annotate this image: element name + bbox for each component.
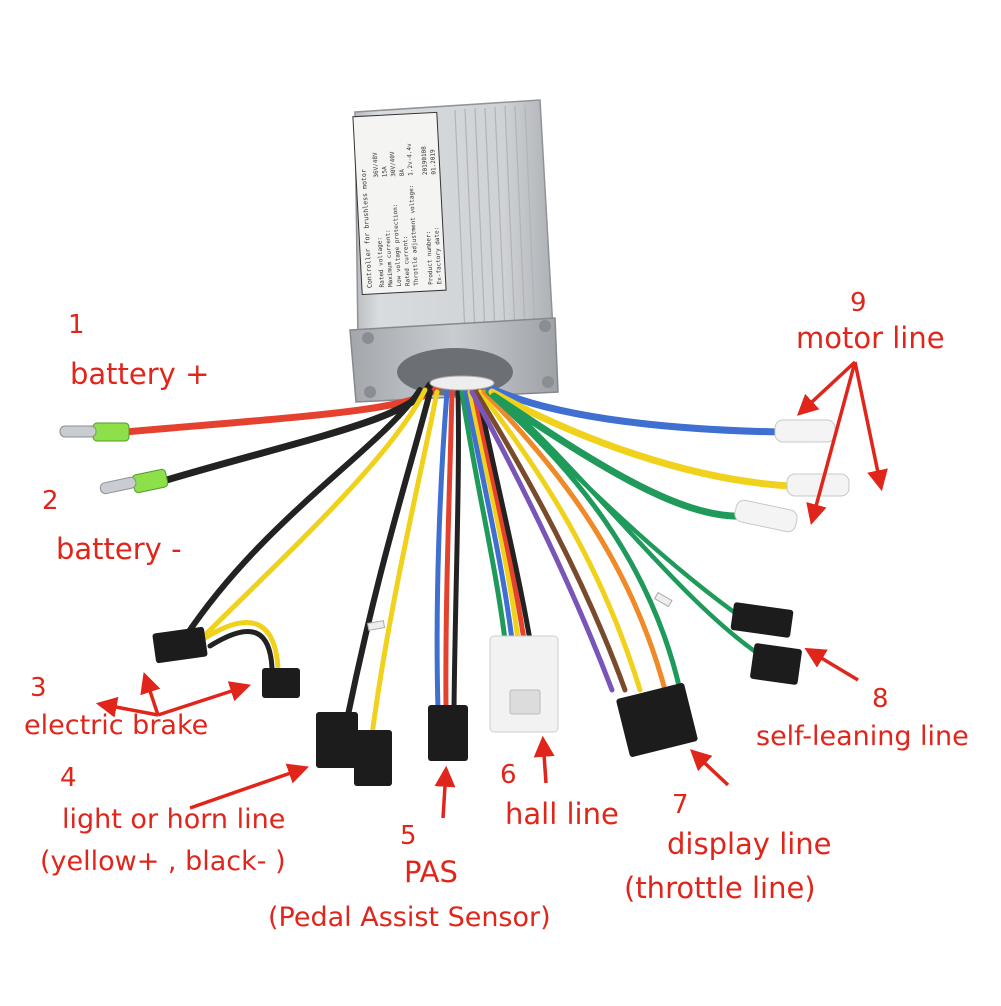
brake-branch-yellow xyxy=(202,620,281,671)
spec-key: Low voltage protection: xyxy=(392,203,403,286)
motor-terminals xyxy=(734,419,850,533)
brake-connector-main xyxy=(152,626,208,664)
arrow-icon xyxy=(853,361,888,492)
screw-icon xyxy=(539,320,551,332)
self-leaning-wire-green-2 xyxy=(491,389,763,658)
spec-value: 1.2v-4.4v xyxy=(406,143,415,176)
arrow-icon xyxy=(689,749,730,787)
light-connector-right xyxy=(354,730,392,786)
arrow-icon xyxy=(434,765,456,819)
hall-wire-green xyxy=(459,389,508,643)
cable-tie xyxy=(429,375,495,391)
cable-tie xyxy=(367,620,386,631)
self-leaning-wire-green xyxy=(487,389,748,623)
hall-wire-red xyxy=(471,389,527,643)
wire-bundle xyxy=(121,381,794,738)
light-wire-yellow xyxy=(369,389,440,738)
spec-value: 36V/48V xyxy=(372,152,380,178)
label-7-number: 7 xyxy=(672,790,689,820)
display-connector xyxy=(616,683,698,757)
label-light-horn-line: light or horn line xyxy=(62,804,286,835)
arrow-icon xyxy=(804,647,859,682)
label-hall-line: hall line xyxy=(505,797,619,831)
display-wire-purple xyxy=(469,389,615,693)
label-electric-brake: electric brake xyxy=(24,710,209,741)
screw-icon xyxy=(364,386,376,398)
light-wire-black xyxy=(345,389,433,718)
hall-connector xyxy=(489,635,559,733)
pas-connector xyxy=(428,705,468,761)
label-4-number: 4 xyxy=(60,763,77,793)
label-self-leaning-line: self-leaning line xyxy=(756,721,969,752)
arrow-icon xyxy=(806,361,857,526)
brake-wire-yellow xyxy=(197,387,428,643)
label-1-number: 1 xyxy=(68,310,85,340)
brake-connector-small xyxy=(262,668,300,698)
spec-value: 8A xyxy=(398,168,405,176)
spec-value: 20190108 xyxy=(421,146,430,176)
cable-tie xyxy=(653,591,673,608)
label-light-horn-polarity: (yellow+ , black- ) xyxy=(40,846,286,877)
label-battery-positive: battery + xyxy=(70,357,210,391)
battery-negative-terminal xyxy=(99,468,169,495)
label-5-number: 5 xyxy=(400,821,417,851)
spec-key: Rated current: xyxy=(402,235,412,286)
pointer-arrows xyxy=(95,360,888,819)
screw-icon xyxy=(362,332,374,344)
spec-value: 01.2019 xyxy=(429,149,437,175)
display-wire-orange xyxy=(481,389,668,693)
arrow-icon xyxy=(796,360,857,416)
light-connector-left xyxy=(316,712,358,768)
display-wire-yellow xyxy=(477,389,643,693)
pas-wire-blue xyxy=(434,389,450,713)
label-8-number: 8 xyxy=(872,684,889,714)
pas-wire-red xyxy=(443,389,455,713)
pas-wire-black xyxy=(451,389,461,713)
label-motor-line: motor line xyxy=(796,321,945,355)
brake-branch-black xyxy=(207,629,275,671)
hall-wire-yellow xyxy=(467,389,521,643)
battery-positive-terminal xyxy=(59,422,130,442)
spec-value: 15A xyxy=(381,166,389,178)
self-leaning-connector xyxy=(730,602,802,685)
hall-wire-black xyxy=(475,389,533,643)
spec-key: Rated voltage: xyxy=(376,237,386,288)
label-throttle-line: (throttle line) xyxy=(624,871,816,905)
arrow-icon xyxy=(533,735,555,784)
arrow-icon xyxy=(95,696,159,718)
screw-icon xyxy=(542,376,554,388)
spec-value: 30V/40V xyxy=(389,151,397,177)
label-pas: PAS xyxy=(404,855,458,889)
spec-key: Ex-factory date: xyxy=(433,227,443,285)
label-pedal-assist-sensor: (Pedal Assist Sensor) xyxy=(268,902,551,933)
motor-wire-green xyxy=(490,392,749,520)
label-2-number: 2 xyxy=(42,486,59,516)
motor-wire-blue xyxy=(486,384,784,436)
label-9-number: 9 xyxy=(850,288,867,318)
label-battery-negative: battery - xyxy=(56,532,182,566)
spec-sticker: Controller for brushless motor Rated vol… xyxy=(352,111,447,296)
display-wire-brown xyxy=(473,389,628,693)
label-3-number: 3 xyxy=(30,673,47,703)
spec-key: Product number: xyxy=(425,231,435,285)
label-6-number: 6 xyxy=(500,760,517,790)
spec-key: Maximum current: xyxy=(384,229,394,287)
arrow-icon xyxy=(157,681,251,717)
label-display-line: display line xyxy=(667,827,832,861)
motor-wire-yellow xyxy=(488,388,794,490)
arrow-icon xyxy=(140,672,161,716)
brake-wire-black xyxy=(177,387,423,648)
arrow-icon xyxy=(189,763,309,810)
hall-wire-blue xyxy=(463,389,515,643)
